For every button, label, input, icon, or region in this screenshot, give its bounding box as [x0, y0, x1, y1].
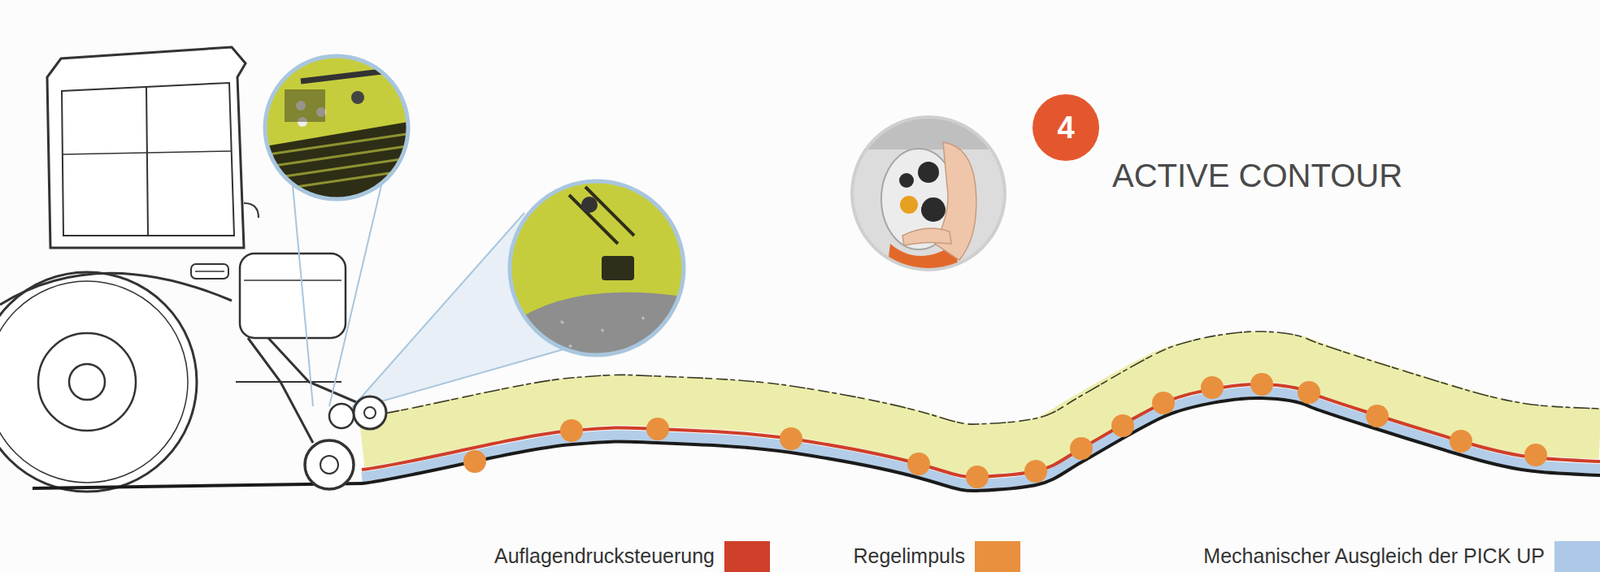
callout-number: 4	[1056, 112, 1074, 144]
callout-circle: 4	[1032, 94, 1100, 161]
legend-text: Mechanischer Ausgleich der PICK UP	[1203, 546, 1545, 572]
feature-title: ACTIVE CONTOUR	[1112, 159, 1403, 192]
legend-entry: Mechanischer Ausgleich der PICK UP	[1203, 541, 1600, 572]
legend-swatch	[724, 541, 770, 572]
legend-text: Regelimpuls	[852, 546, 966, 572]
legend-entry: Regelimpuls	[852, 541, 1021, 572]
tractor	[0, 47, 259, 492]
legend-entry: Auflagendrucksteuerung	[494, 541, 770, 572]
detail-magnifier	[509, 181, 684, 356]
joystick-photo	[852, 117, 1007, 277]
terrain	[32, 331, 1600, 492]
detail-magnifier	[265, 56, 409, 200]
legend-text: Auflagendrucksteuerung	[494, 546, 715, 572]
legend-swatch	[1554, 541, 1600, 572]
pickup-wheels	[304, 396, 387, 490]
legend-swatch	[974, 541, 1021, 572]
control-impulse-dots	[463, 373, 1548, 489]
